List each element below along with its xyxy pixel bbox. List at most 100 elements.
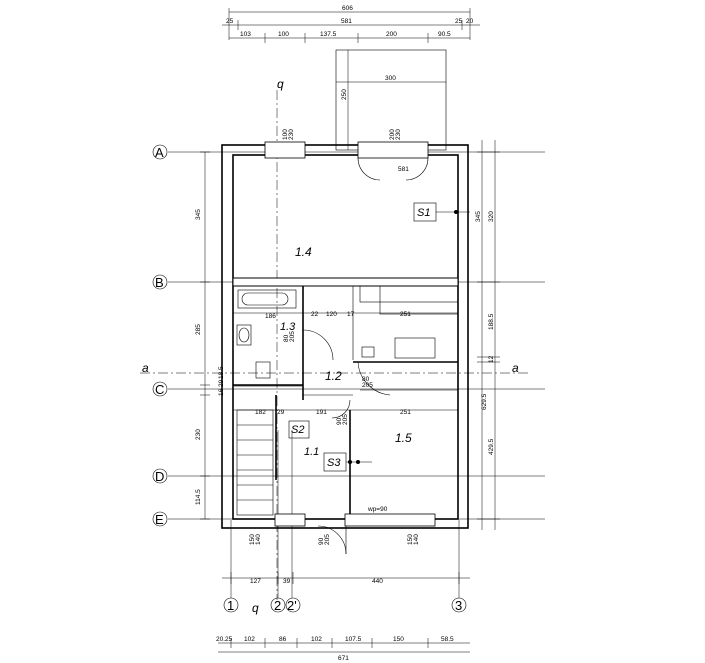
axis-label-2prime: 2' — [287, 598, 297, 613]
dim-bottom-107: 107.5 — [345, 636, 362, 643]
section-a-left: a — [142, 361, 149, 375]
wp-label: wp=90 — [367, 506, 388, 513]
axis-bubble-2prime — [285, 597, 301, 613]
dim-top-581: 581 — [341, 18, 352, 25]
dim-c120: 120 — [326, 311, 337, 318]
dim-hall-191: 191 — [316, 409, 327, 416]
dim-bottom-440: 440 — [372, 578, 383, 585]
axis-label-E: E — [155, 512, 164, 527]
room-labels: 1.4 1.3 1.2 1.1 1.5 — [280, 245, 412, 458]
axis-label-C: C — [155, 382, 164, 397]
winR-w: 150 — [407, 534, 414, 545]
axis-label-B: B — [155, 275, 164, 290]
dim-room15-251: 251 — [400, 409, 411, 416]
dim-bath-186: 186 — [265, 313, 276, 320]
dim-bottom-overall: 671 — [338, 655, 349, 662]
symbol-S1: S1 — [417, 207, 430, 219]
radiator — [361, 346, 375, 358]
room-1-3: 1.3 — [280, 321, 296, 333]
right-dimension-chains: 345 320 188.5 12 429.5 629.5 — [475, 140, 500, 530]
top-dimension-chains: 606 25 581 25 20 103 100 137.5 200 90.5 … — [222, 5, 480, 151]
axis-label-3: 3 — [455, 598, 462, 613]
dim-top-25b: 25 — [455, 18, 463, 25]
dim-right-12: 12 — [488, 355, 495, 363]
axis-label-A: A — [155, 145, 164, 160]
axis-bubble-2 — [270, 597, 286, 613]
window-b-h: 230 — [395, 129, 402, 140]
section-q-top: q — [277, 77, 284, 91]
room-1-1: 1.1 — [304, 446, 319, 458]
dim-left-285: 285 — [195, 324, 202, 335]
kitchen-sink — [394, 337, 436, 359]
symbol-S3: S3 — [327, 457, 341, 469]
dim-left-114: 114.5 — [195, 489, 202, 505]
dim-bottom-86: 86 — [279, 636, 287, 643]
dim-top-103: 103 — [240, 31, 251, 38]
axis-label-2: 2 — [274, 598, 281, 613]
axis-bubble-1 — [223, 597, 239, 613]
bottom-dimension-chains: 127 39 440 20.25 102 86 102 107.5 150 58… — [216, 572, 470, 662]
symbol-boxes: S1 S2 S3 — [288, 202, 470, 472]
window-bottom-right — [344, 513, 436, 527]
axis-bubble-3 — [451, 597, 467, 613]
room-1-5: 1.5 — [395, 431, 412, 445]
dim-top-100: 100 — [278, 31, 289, 38]
grid-axes: A B C D E 1 2 2' 3 — [152, 144, 545, 613]
dim-right-429: 429.5 — [488, 438, 495, 455]
window-top-left — [264, 141, 306, 159]
dim-bottom-150: 150 — [393, 636, 404, 643]
dim-left-230: 230 — [195, 429, 202, 440]
axis-bubble-D — [152, 468, 168, 484]
dim-hall-29: 29 — [277, 409, 285, 416]
dim-bottom-58: 58.5 — [441, 636, 454, 643]
dim-kitchen-251: 251 — [400, 311, 411, 318]
dim-left-345: 345 — [195, 209, 202, 220]
symbol-box-S2 — [288, 420, 310, 439]
washbasin — [236, 324, 252, 346]
dim-balcony-250: 250 — [341, 89, 348, 100]
winR-h: 140 — [413, 534, 420, 545]
room-1-2: 1.2 — [325, 369, 342, 383]
window-a-w: 100 — [282, 129, 289, 140]
room-1-4: 1.4 — [295, 245, 312, 259]
entry-h: 205 — [324, 534, 331, 545]
window-bottom-left — [274, 513, 306, 527]
door13-w: 80 — [283, 334, 290, 342]
building-walls: 100 230 200 230 581 186 22 120 17 251 80… — [221, 129, 469, 555]
window-a-h: 230 — [288, 129, 295, 140]
dim-right-320: 320 — [488, 211, 495, 222]
dim-top-20: 20 — [466, 18, 474, 25]
door11-h: 205 — [342, 414, 349, 425]
dim-bottom-20: 20.25 — [216, 636, 233, 643]
section-markers: q q a a — [140, 77, 530, 615]
dim-hall-182: 182 — [255, 409, 266, 416]
symbol-S2: S2 — [291, 424, 304, 436]
entry-w: 90 — [318, 537, 325, 545]
dim-overall-top: 606 — [342, 5, 353, 12]
dim-c17: 17 — [347, 311, 355, 318]
dim-top-200: 200 — [386, 31, 397, 38]
door11-w: 90 — [336, 417, 343, 425]
section-q-bottom: q — [252, 601, 259, 615]
dim-balcony-300: 300 — [385, 75, 396, 82]
dim-bottom-39: 39 — [283, 578, 291, 585]
left-dimension-chain: 345 285 16 29 18.5 230 114.5 — [195, 151, 225, 520]
dim-right-345: 345 — [475, 211, 482, 222]
dim-bottom-102b: 102 — [311, 636, 322, 643]
bathtub — [237, 289, 297, 309]
axis-bubble-A — [152, 144, 168, 160]
staircase — [236, 409, 274, 516]
axis-label-D: D — [155, 469, 164, 484]
door12-w: 80 — [362, 376, 370, 383]
axis-bubble-C — [152, 381, 168, 397]
winL-w: 150 — [249, 534, 256, 545]
dim-bottom-127: 127 — [250, 578, 261, 585]
door12-h: 205 — [362, 382, 373, 389]
dim-top-90: 90.5 — [438, 31, 451, 38]
section-a-right: a — [512, 361, 519, 375]
dim-bottom-102a: 102 — [244, 636, 255, 643]
winL-h: 140 — [255, 534, 262, 545]
dim-c22: 22 — [311, 311, 319, 318]
door13-h: 205 — [289, 331, 296, 342]
